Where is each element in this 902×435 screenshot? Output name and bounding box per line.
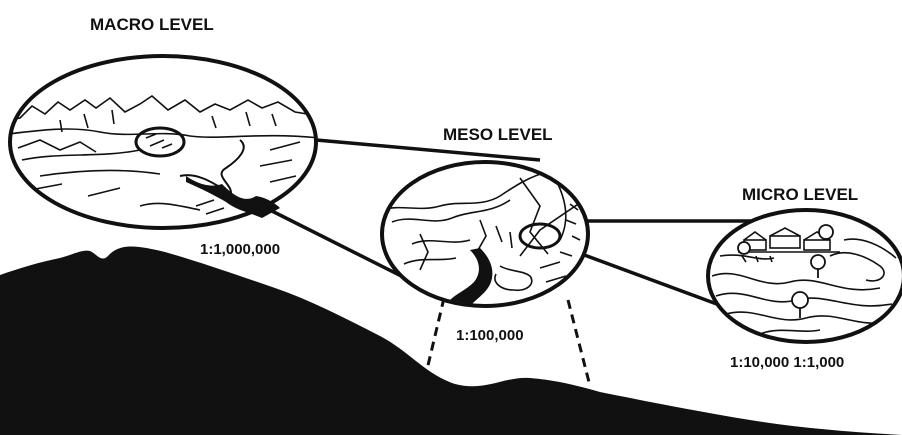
micro-level-title: MICRO LEVEL <box>742 185 858 204</box>
micro-level-lens <box>708 210 902 342</box>
meso-level-scale: 1:100,000 <box>456 327 524 344</box>
micro-level-scale: 1:10,000 1:1,000 <box>730 354 844 371</box>
meso-level-title: MESO LEVEL <box>443 125 553 144</box>
meso-level-lens <box>382 162 590 306</box>
macro-level-lens <box>0 56 320 228</box>
macro-level-title: MACRO LEVEL <box>90 15 214 34</box>
macro-level-scale: 1:1,000,000 <box>200 241 280 258</box>
